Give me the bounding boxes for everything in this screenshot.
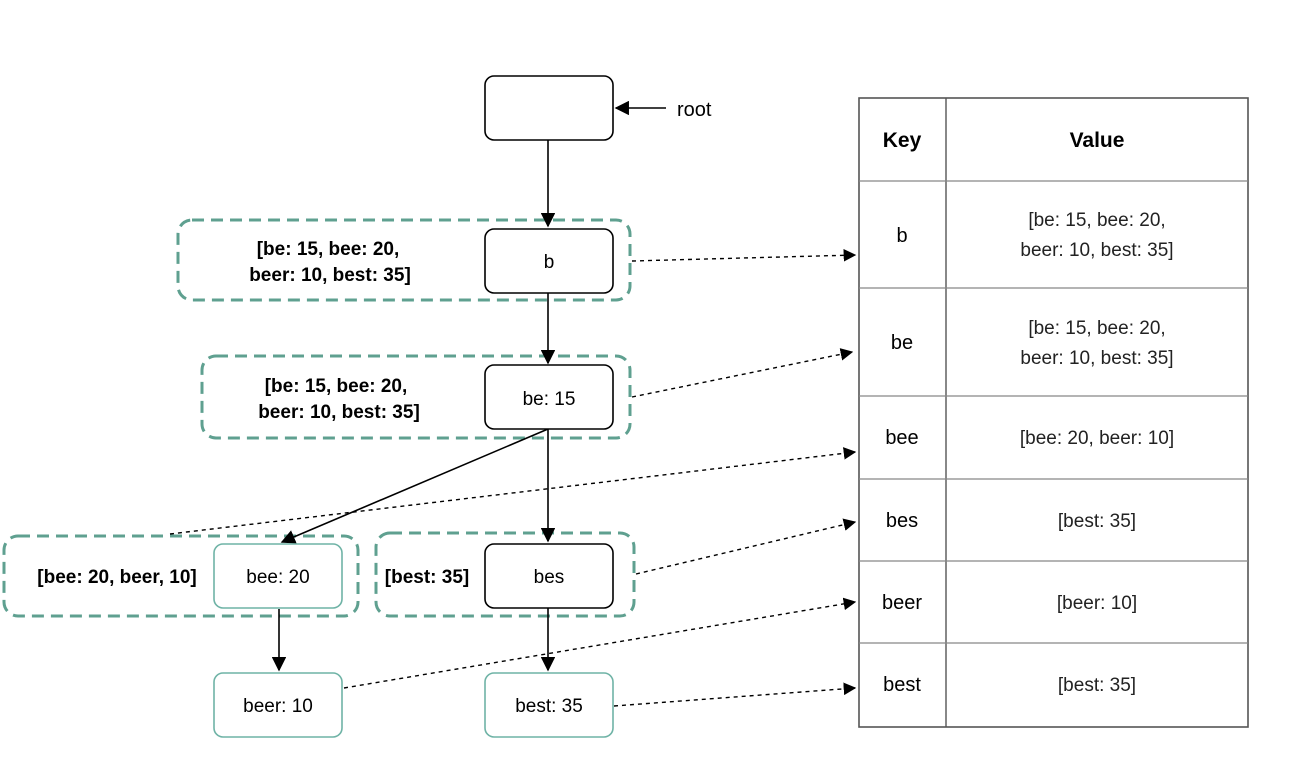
cache-group-bee (2, 534, 360, 618)
link-best-to-row (613, 682, 857, 707)
table-border (858, 97, 1249, 728)
cache-label-be-line1: [be: 15, bee: 20, (265, 376, 408, 397)
link-be-to-row (631, 348, 854, 398)
node-be (484, 364, 614, 430)
link-beer-to-row (343, 597, 857, 689)
table-cell-key-b: b (896, 225, 907, 247)
table-cell-value-bee: [bee: 20, beer: 10] (1020, 428, 1174, 449)
node-best-label: best: 35 (515, 696, 583, 717)
node-beer-label: beer: 10 (243, 696, 313, 717)
cache-label-bes: [best: 35] (385, 567, 469, 588)
cache-group-b (176, 218, 632, 302)
node-bee (213, 543, 343, 609)
table-cell-key-bee: bee (885, 427, 918, 449)
table-cell-key-bes: bes (886, 510, 918, 532)
table-cell-key-beer: beer (882, 592, 922, 614)
table-cell-value-bes: [best: 35] (1058, 511, 1136, 532)
root-label: root (677, 99, 712, 121)
table-cell-value-beer: [beer: 10] (1057, 593, 1137, 614)
table-cell-value-b-line1: [be: 15, bee: 20, (1028, 210, 1165, 231)
node-bee-label: bee: 20 (246, 567, 309, 588)
key-value-table: Key Value b [be: 15, bee: 20, beer: 10, … (858, 97, 1249, 728)
cache-group-bes (374, 531, 636, 618)
node-b-label: b (544, 252, 555, 273)
edge-be-bee (280, 428, 549, 544)
node-bes (484, 543, 614, 609)
link-bes-to-row (635, 518, 857, 575)
table-cell-key-be: be (891, 332, 913, 354)
table-header-value: Value (1070, 129, 1125, 152)
table-cell-value-best: [best: 35] (1058, 675, 1136, 696)
node-be-label: be: 15 (523, 389, 576, 410)
cache-label-b-line1: [be: 15, bee: 20, (257, 239, 400, 260)
table-cell-value-be-line1: [be: 15, bee: 20, (1028, 318, 1165, 339)
link-bee-to-row (169, 447, 857, 535)
node-b (484, 228, 614, 294)
table-cell-key-best: best (883, 674, 921, 696)
table-cell-value-b-line2: beer: 10, best: 35] (1020, 240, 1173, 261)
node-beer (213, 672, 343, 738)
cache-group-be (200, 354, 632, 440)
node-bes-label: bes (534, 567, 565, 588)
cache-label-b-line2: beer: 10, best: 35] (249, 265, 411, 286)
node-best (484, 672, 614, 738)
table-header-key: Key (883, 129, 922, 152)
node-root (484, 75, 614, 141)
link-b-to-row (631, 249, 857, 262)
cache-label-bee: [bee: 20, beer, 10] (37, 567, 196, 588)
table-cell-value-be-line2: beer: 10, best: 35] (1020, 348, 1173, 369)
cache-label-be-line2: beer: 10, best: 35] (258, 402, 420, 423)
